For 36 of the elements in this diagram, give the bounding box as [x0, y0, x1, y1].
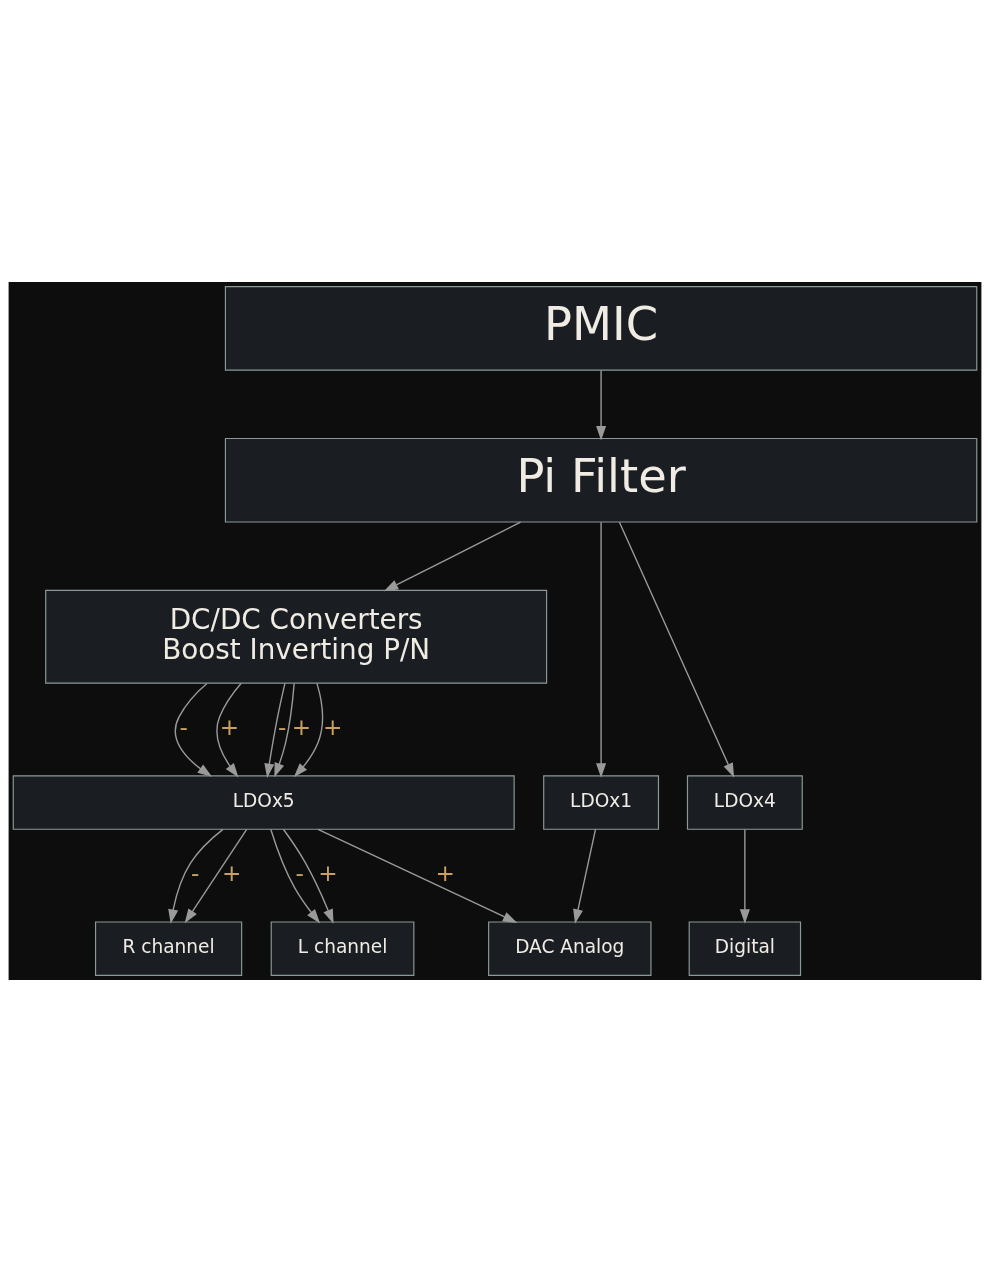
- arrow: [739, 828, 750, 924]
- edge-label: -: [179, 713, 188, 741]
- arrow: [168, 828, 224, 924]
- node-box: Pi Filter: [224, 437, 978, 523]
- node-box: LDOx4: [686, 775, 803, 830]
- arrow: [293, 682, 324, 778]
- node-box: DAC Analog: [488, 921, 652, 976]
- edge-label: +: [219, 713, 240, 741]
- arrow: [573, 828, 597, 924]
- edge-label: +: [222, 859, 242, 887]
- arrow: [596, 521, 607, 778]
- node-box: PMIC: [224, 286, 978, 371]
- edge-label: +: [435, 859, 455, 887]
- arrow: [270, 828, 321, 924]
- arrow: [274, 682, 295, 778]
- edge-label: -: [191, 859, 200, 887]
- edge-label: +: [291, 713, 312, 741]
- edge-label: -: [278, 713, 287, 741]
- arrow: [264, 682, 286, 778]
- arrow: [618, 521, 735, 778]
- node-box: LDOx5: [12, 775, 515, 830]
- node-box: LDOx1: [543, 775, 660, 830]
- edge-label: +: [322, 713, 343, 741]
- arrow: [184, 828, 248, 924]
- node-box: L channel: [270, 921, 415, 976]
- node-box: DC/DC Converters Boost Inverting P/N: [45, 589, 548, 684]
- arrow: [282, 828, 334, 924]
- arrow: [216, 682, 242, 778]
- node-box: Digital: [688, 921, 802, 976]
- arrow: [174, 682, 212, 777]
- arrow: [383, 521, 522, 592]
- node-box: R channel: [95, 921, 243, 976]
- edge-label: +: [318, 859, 338, 887]
- arrow: [317, 828, 518, 923]
- edge-label: -: [295, 859, 304, 887]
- arrow: [596, 369, 607, 441]
